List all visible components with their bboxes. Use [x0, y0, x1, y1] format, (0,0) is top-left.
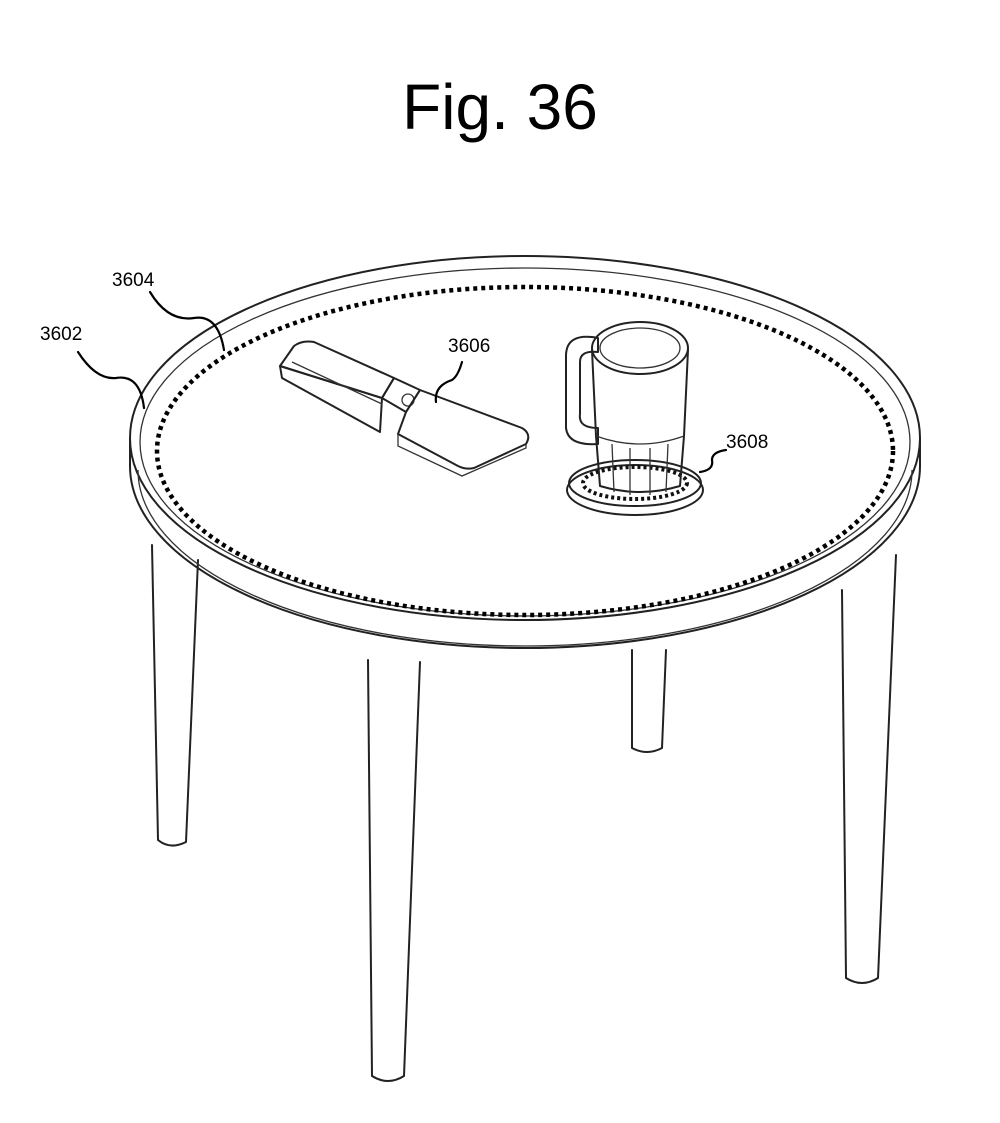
phone-case-battery-edge — [397, 434, 527, 477]
table-leg-front-left — [367, 659, 421, 1082]
coaster-coil-ring — [581, 465, 689, 501]
table-leg-back-right — [631, 649, 667, 753]
label-3608: 3608 — [726, 432, 768, 453]
table-leg-front-right — [841, 554, 897, 984]
leader-3604 — [148, 290, 226, 352]
table-leg-back-left — [151, 544, 199, 847]
mug-lower-sleeve — [595, 435, 685, 445]
phone-screen-line — [291, 361, 383, 405]
table-inner-edge — [139, 267, 911, 617]
table-rim-shadow — [137, 469, 913, 647]
phone-body — [279, 340, 395, 399]
leader-3602 — [76, 350, 146, 410]
phone-case-battery — [397, 389, 530, 470]
label-3602: 3602 — [40, 324, 82, 345]
figure-title: Fig. 36 — [402, 71, 598, 143]
phone-device — [279, 340, 530, 477]
leader-lines — [76, 290, 728, 474]
leader-3608 — [698, 448, 728, 474]
coaster-bottom — [566, 464, 704, 516]
table-legs — [151, 544, 897, 1082]
mug-flute-1 — [611, 443, 615, 493]
leader-3606 — [434, 360, 464, 404]
label-3604: 3604 — [112, 270, 155, 291]
coaster-top — [568, 459, 702, 507]
phone-case-hinge — [381, 377, 421, 413]
table-rim — [129, 437, 921, 649]
mug-body — [591, 349, 689, 493]
table-top-surface — [129, 255, 921, 621]
phone-side — [279, 365, 383, 433]
mug-handle — [565, 335, 599, 446]
mug-flute-4 — [665, 443, 669, 493]
mug-rim-outer — [591, 321, 689, 375]
mug-rim-inner — [599, 327, 681, 369]
phone-hinge-button — [401, 393, 415, 407]
mug-device — [565, 321, 704, 516]
table-top — [129, 255, 921, 649]
charging-region-outline — [154, 284, 896, 618]
label-3606: 3606 — [448, 336, 490, 357]
